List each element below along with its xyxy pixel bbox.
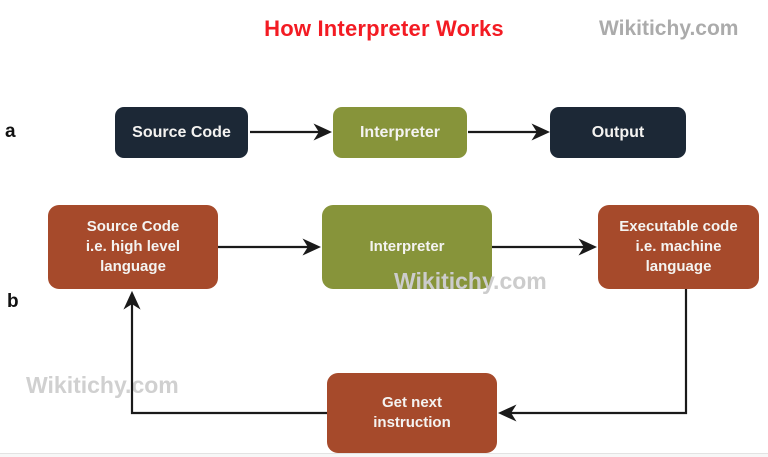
box-output-a: Output: [550, 107, 686, 158]
row-b-label: b: [7, 291, 19, 312]
arrow-executable-to-getnext: [497, 289, 688, 422]
box-interpreter-b-label: Interpreter: [369, 237, 445, 255]
box-get-next-instruction: Get next instruction: [327, 373, 497, 453]
arrow-getnext-to-source: [123, 290, 327, 415]
box-source-code-a: Source Code: [115, 107, 248, 158]
box-output-a-label: Output: [591, 123, 645, 141]
box-executable-code-b-label: Executable code i.e. machine language: [619, 217, 738, 276]
box-executable-code-b: Executable code i.e. machine language: [598, 205, 759, 289]
row-a-label: a: [5, 121, 16, 142]
box-interpreter-a: Interpreter: [333, 107, 467, 158]
diagram-title: How Interpreter Works: [264, 16, 504, 41]
box-get-next-instruction-label: Get next instruction: [373, 393, 451, 431]
box-interpreter-a-label: Interpreter: [359, 123, 441, 141]
box-source-code-b-label: Source Code i.e. high level language: [85, 217, 181, 276]
bottom-edge-strip: [0, 453, 768, 457]
watermark-bottom-left: Wikitichy.com: [26, 372, 179, 398]
box-interpreter-b: Interpreter: [322, 205, 492, 289]
box-source-code-a-label: Source Code: [132, 123, 231, 141]
box-source-code-b: Source Code i.e. high level language: [48, 205, 218, 289]
